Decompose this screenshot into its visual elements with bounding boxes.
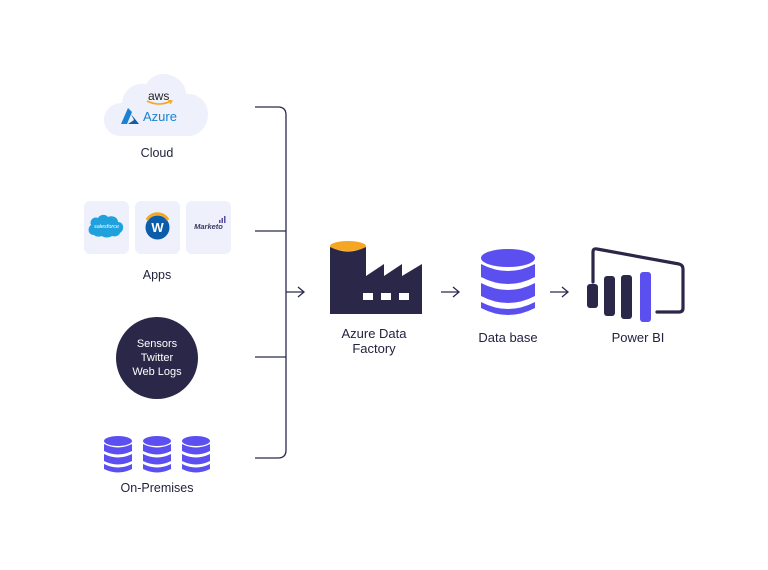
on-premises-label: On-Premises	[120, 481, 194, 495]
workday-card: W	[135, 201, 180, 254]
cloud-icon	[104, 73, 208, 136]
salesforce-card: salesforce	[84, 201, 129, 254]
cloud-label: Cloud	[140, 146, 174, 160]
database-icon	[182, 436, 210, 473]
sensors-text: Sensors	[136, 338, 178, 350]
database-label: Data base	[478, 330, 538, 345]
salesforce-icon	[88, 214, 124, 238]
aws-smile-icon	[146, 100, 173, 105]
arrow-head-icon	[297, 286, 306, 298]
workday-logo-text: W	[151, 220, 164, 235]
factory-icon	[330, 241, 422, 314]
salesforce-logo-text: salesforce	[93, 224, 120, 230]
factory-label-line1: Azure Data	[341, 326, 407, 341]
bracket-line	[255, 106, 287, 459]
marketo-card: Marketo	[186, 201, 231, 254]
aws-logo-text: aws	[148, 89, 170, 103]
streams-circle: Sensors Twitter Web Logs	[116, 317, 198, 399]
azure-logo-text: Azure	[143, 109, 177, 124]
web-logs-text: Web Logs	[132, 366, 182, 378]
database-icon	[104, 436, 132, 473]
arrow-head-icon	[452, 286, 461, 298]
database-icon	[143, 436, 171, 473]
workday-icon	[145, 212, 170, 240]
cloud-source	[104, 72, 212, 140]
factory-label-line2: Factory	[352, 341, 396, 356]
database-icon	[481, 249, 535, 315]
apps-label: Apps	[142, 268, 172, 282]
marketo-icon	[219, 216, 226, 223]
power-bi-icon	[587, 247, 685, 322]
factory-label: Azure Data Factory	[341, 326, 406, 356]
azure-logo-icon	[121, 108, 139, 124]
arrow-head-icon	[561, 286, 570, 298]
on-premises-databases	[104, 436, 210, 473]
marketo-logo-text: Marketo	[194, 222, 223, 231]
power-bi-label: Power BI	[611, 330, 665, 345]
twitter-text: Twitter	[140, 352, 174, 364]
